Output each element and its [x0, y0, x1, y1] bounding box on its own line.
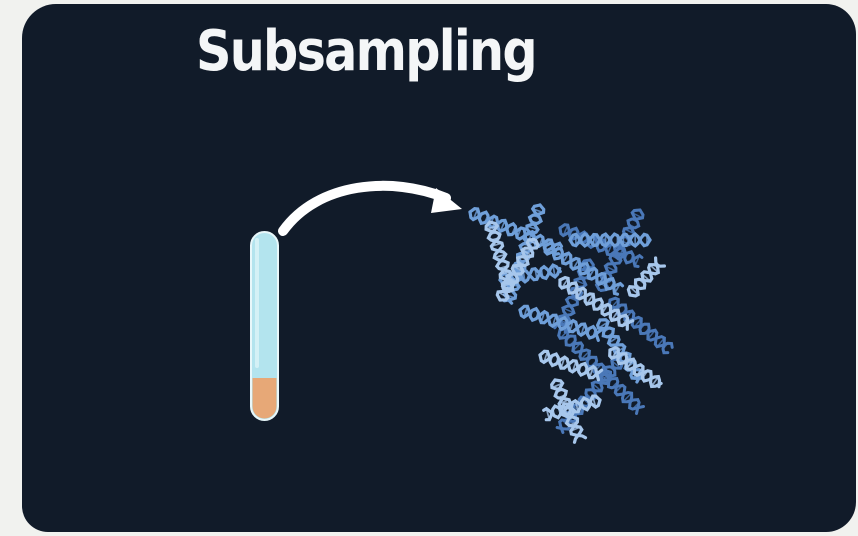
- diagram-panel: [22, 4, 856, 532]
- test-tube-icon: [250, 231, 279, 421]
- dna-strand: [543, 241, 625, 291]
- dna-strand: [558, 226, 640, 268]
- dna-strand: [486, 220, 517, 293]
- dna-strand: [558, 275, 635, 328]
- dna-strand: [468, 207, 561, 257]
- dna-strand: [628, 263, 666, 298]
- dna-strand: [608, 345, 663, 389]
- dna-strand: [558, 357, 622, 434]
- diagram-title: Subsampling: [196, 19, 538, 84]
- dna-strand: [543, 244, 620, 296]
- dna-strands-icon: [468, 203, 674, 444]
- dna-strand: [495, 237, 536, 302]
- dna-strand: [538, 349, 604, 380]
- dna-strand: [518, 304, 604, 340]
- dna-strand: [498, 238, 540, 302]
- dna-strand: [568, 231, 652, 249]
- dna-strand: [542, 396, 602, 420]
- dna-strand: [626, 256, 661, 297]
- curved-arrow-icon: [278, 180, 462, 236]
- dna-strand: [557, 328, 645, 411]
- dna-strand: [607, 298, 674, 349]
